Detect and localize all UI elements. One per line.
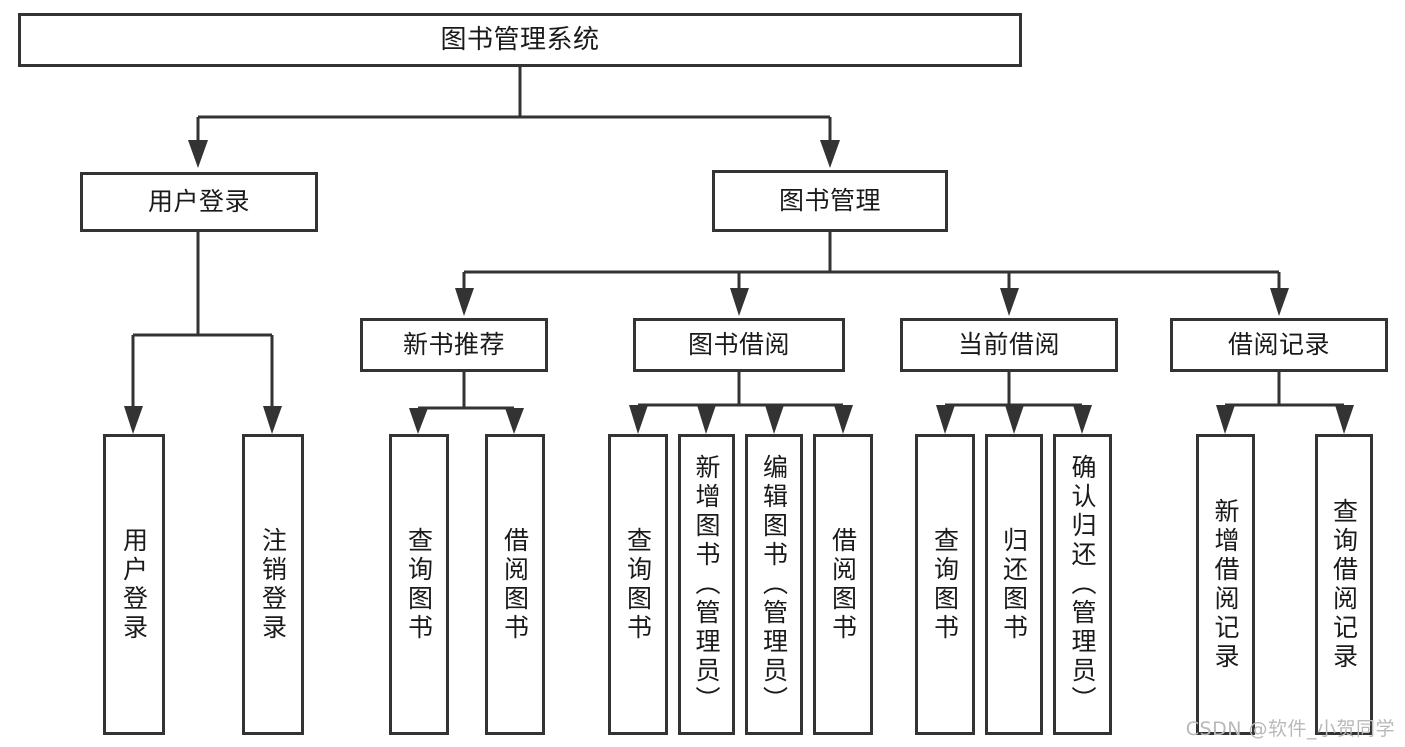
node-leaf-logout-login-label: 注销登录 [258,526,288,643]
node-user-login[interactable]: 用户登录 [80,172,318,232]
arrow-head-leaf-query-record [1335,405,1354,434]
arrow-head-leaf-user-login [124,406,143,434]
node-leaf-borrow-book-2-label: 借阅图书 [828,526,858,643]
node-current-borrow-label: 当前借阅 [957,330,1060,360]
node-leaf-borrow-book-2[interactable]: 借阅图书 [813,434,873,735]
arrow-head-leaf-query-book-1 [409,408,428,434]
node-leaf-add-book[interactable]: 新增图书（管理员） [678,434,735,735]
arrow-head-leaf-query-book-3 [936,405,955,434]
node-leaf-query-book-2-label: 查询图书 [623,526,653,643]
node-book-management-label: 图书管理 [778,186,881,216]
node-leaf-query-book-3-label: 查询图书 [930,526,960,643]
node-leaf-query-book-1-label: 查询图书 [404,526,434,643]
arrow-head-book-management [820,140,840,168]
node-leaf-borrow-book-1-label: 借阅图书 [500,526,530,643]
csdn-watermark: CSDN @软件_小贺同学 [1185,718,1395,740]
node-new-book-recommend[interactable]: 新书推荐 [360,318,548,372]
node-leaf-edit-book-label: 编辑图书（管理员） [759,454,789,715]
node-leaf-confirm-return[interactable]: 确认归还（管理员） [1053,434,1112,735]
arrow-head-current-borrow [1000,288,1019,316]
node-current-borrow[interactable]: 当前借阅 [900,318,1118,372]
arrow-head-leaf-borrow-book-2 [834,405,853,434]
node-leaf-query-record-label: 查询借阅记录 [1329,497,1359,672]
node-leaf-return-book-label: 归还图书 [999,526,1029,643]
node-leaf-borrow-book-1[interactable]: 借阅图书 [485,434,545,735]
node-leaf-confirm-return-label: 确认归还（管理员） [1068,454,1097,715]
arrow-head-user-login [188,140,208,168]
node-leaf-logout-login[interactable]: 注销登录 [242,434,304,735]
node-new-book-recommend-label: 新书推荐 [402,330,505,360]
arrow-head-leaf-logout-login [263,406,282,434]
arrow-head-leaf-edit-book [765,405,784,434]
node-leaf-query-book-2[interactable]: 查询图书 [608,434,668,735]
arrow-head-leaf-add-book [697,405,716,434]
arrow-head-book-borrow [730,288,749,316]
arrow-head-leaf-return-book [1005,405,1024,434]
node-leaf-edit-book[interactable]: 编辑图书（管理员） [745,434,803,735]
node-borrow-record[interactable]: 借阅记录 [1170,318,1388,372]
node-leaf-query-book-1[interactable]: 查询图书 [389,434,449,735]
arrow-head-leaf-borrow-book-1 [505,408,524,434]
node-leaf-query-book-3[interactable]: 查询图书 [915,434,975,735]
node-root-system[interactable]: 图书管理系统 [18,13,1022,67]
node-leaf-add-record-label: 新增借阅记录 [1211,497,1240,672]
node-root-label: 图书管理系统 [440,24,600,55]
node-book-borrow-label: 图书借阅 [687,330,790,360]
arrow-head-new-book-recommend [455,288,474,316]
node-leaf-user-login[interactable]: 用户登录 [103,434,165,735]
node-book-management[interactable]: 图书管理 [712,170,948,232]
node-leaf-user-login-label: 用户登录 [119,526,149,643]
node-user-login-label: 用户登录 [147,187,250,217]
node-leaf-return-book[interactable]: 归还图书 [985,434,1043,735]
node-book-borrow[interactable]: 图书借阅 [633,318,845,372]
arrow-head-leaf-confirm-return [1073,405,1092,434]
node-leaf-add-record[interactable]: 新增借阅记录 [1196,434,1255,735]
node-leaf-query-record[interactable]: 查询借阅记录 [1315,434,1373,735]
node-borrow-record-label: 借阅记录 [1227,330,1330,360]
arrow-head-borrow-record [1270,288,1289,316]
arrow-head-leaf-query-book-2 [629,405,648,434]
node-leaf-add-book-label: 新增图书（管理员） [692,454,721,715]
arrow-head-leaf-add-record [1216,405,1235,434]
